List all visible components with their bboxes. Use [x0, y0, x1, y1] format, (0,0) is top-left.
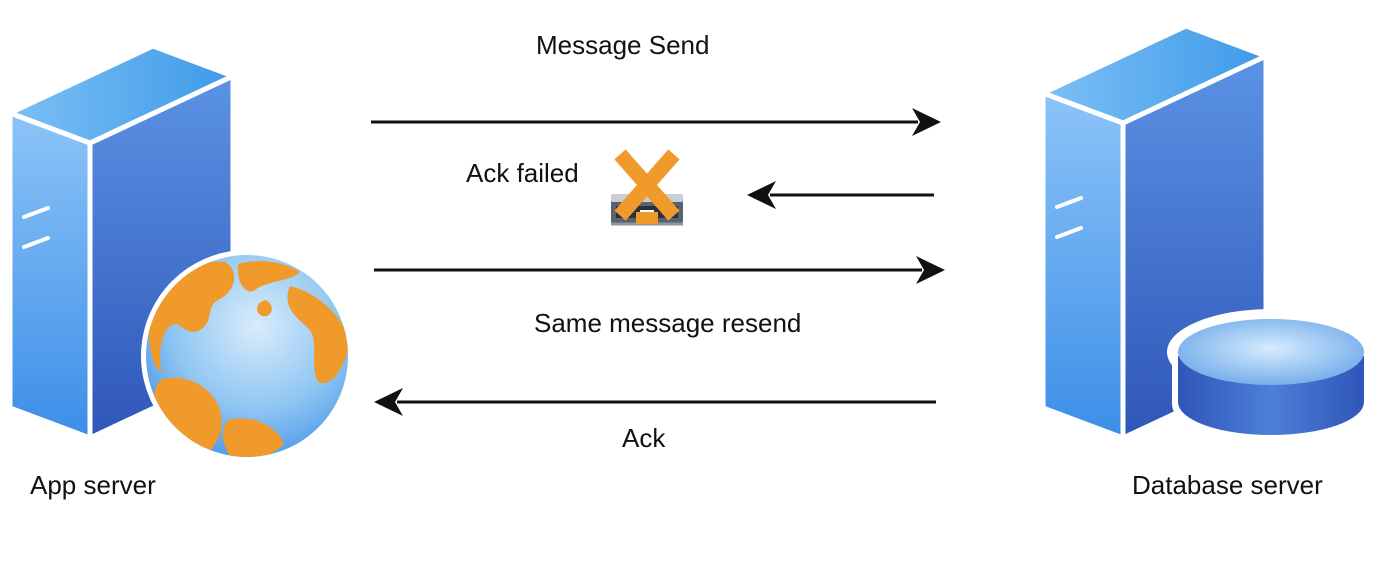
app-server-globe-icon	[7, 43, 353, 462]
ack-failed-label: Ack failed	[466, 158, 579, 188]
message-send-label: Message Send	[536, 30, 710, 60]
arrow-ack-failed	[747, 181, 934, 209]
arrow-ack	[374, 388, 936, 416]
app-server-label: App server	[30, 470, 156, 500]
arrow-resend	[374, 256, 945, 284]
arrow-message-send	[371, 108, 941, 136]
database-server-label: Database server	[1132, 470, 1323, 500]
ack-label: Ack	[622, 423, 666, 453]
database-server-icon	[1040, 23, 1375, 442]
same-message-resend-label: Same message resend	[534, 308, 802, 338]
failed-x-icon	[611, 149, 683, 226]
